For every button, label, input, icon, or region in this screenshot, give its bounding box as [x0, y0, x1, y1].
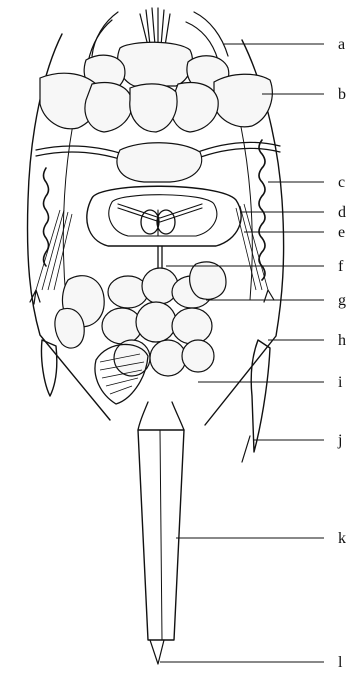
label-d: d: [338, 204, 346, 221]
label-i: i: [338, 374, 343, 391]
egg-cluster: [55, 262, 226, 404]
label-g: g: [338, 292, 346, 309]
labels: a b c d e f g h i j k l: [337, 36, 346, 671]
label-k: k: [338, 530, 346, 547]
label-e: e: [338, 224, 345, 241]
stalk: [158, 246, 162, 268]
label-c: c: [338, 174, 345, 191]
label-a: a: [338, 36, 345, 53]
label-h: h: [338, 332, 346, 349]
label-f: f: [338, 258, 344, 275]
tail: [138, 402, 184, 664]
label-l: l: [338, 654, 343, 671]
label-j: j: [337, 432, 342, 449]
label-b: b: [338, 86, 346, 103]
